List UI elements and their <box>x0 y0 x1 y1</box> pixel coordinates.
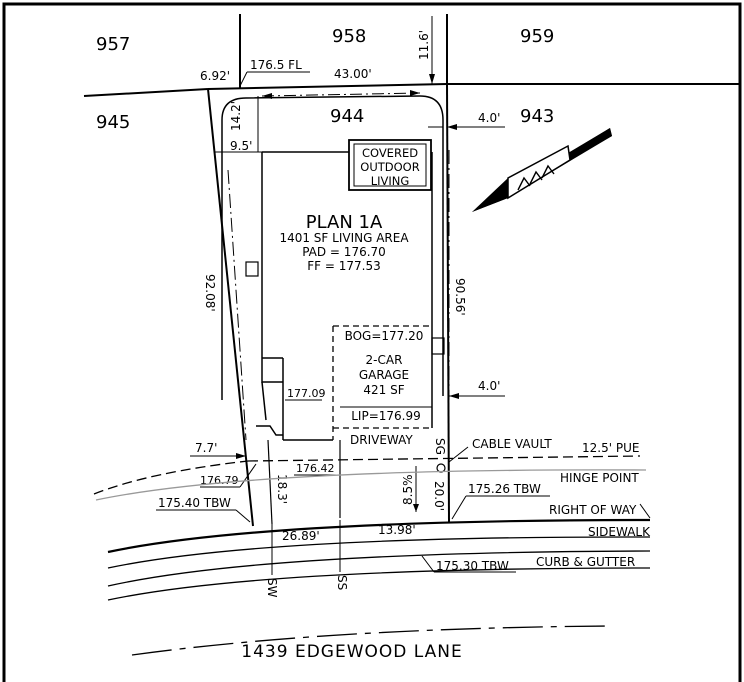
bog-elevation: BOG=177.20 <box>345 329 424 343</box>
rear-setback-dim: 14.2' <box>229 101 243 131</box>
pad-elevation: PAD = 176.70 <box>302 245 386 259</box>
cable-vault-symbol <box>436 463 446 473</box>
right-of-way-label: RIGHT OF WAY <box>549 503 637 517</box>
garage-outline <box>332 325 432 440</box>
rear-fl-leader-drop <box>239 71 248 87</box>
rear-offset-dim: 6.92' <box>200 69 230 83</box>
rear-fl-elevation: 176.5 FL <box>250 58 302 72</box>
sidewalk-line <box>107 536 651 569</box>
tbw-e-leader-drop <box>451 495 467 520</box>
ff-elevation: FF = 177.53 <box>307 259 380 273</box>
tbw-w-elevation: 175.40 TBW <box>158 496 231 510</box>
right-of-way-leader <box>639 503 651 519</box>
west-length-dimline <box>227 169 247 441</box>
east-north-arrow <box>429 74 435 84</box>
garage-area: 421 SF <box>363 383 404 397</box>
garage-line-2: GARAGE <box>359 368 409 382</box>
west-length-dim: 92.08' <box>203 274 217 312</box>
lot-943: 943 <box>520 106 554 127</box>
patio-line-1: COVERED <box>362 146 418 160</box>
plan-label: PLAN 1A <box>306 212 383 233</box>
curb-gutter-label: CURB & GUTTER <box>536 555 635 569</box>
drive-w-elevation: 176.79 <box>200 474 239 487</box>
east-side-front-arrow <box>449 393 459 399</box>
lot-957: 957 <box>96 34 130 55</box>
curb-tbw-elevation: 175.30 TBW <box>436 559 509 573</box>
pue-line <box>247 455 641 462</box>
north-arrow <box>472 128 612 212</box>
pad-corner-elevation: 177.09 <box>287 387 326 400</box>
west-side-dim: 9.5' <box>230 139 252 153</box>
lot-boundary <box>207 83 450 527</box>
patio-line-2: OUTDOOR <box>360 160 419 174</box>
east-north-dim: 11.6' <box>417 30 431 60</box>
lot-959: 959 <box>520 26 554 47</box>
rear-arrow-e <box>410 90 420 96</box>
east-side-rear-dim: 4.0' <box>478 111 500 125</box>
right-of-way-line <box>107 518 651 554</box>
setback-line <box>221 95 444 400</box>
cable-vault-label: CABLE VAULT <box>472 437 552 451</box>
sw-label: SW <box>265 578 279 598</box>
lot-944: 944 <box>330 106 364 127</box>
patio-line-3: LIVING <box>371 174 410 188</box>
utility-box <box>431 337 445 355</box>
hinge-line <box>95 469 647 501</box>
covered-patio: COVERED OUTDOOR LIVING <box>348 139 432 191</box>
front-width-w-dim: 26.89' <box>282 529 320 543</box>
street-name: 1439 EDGEWOOD LANE <box>241 642 462 662</box>
sidewalk-label: SIDEWALK <box>588 525 651 539</box>
front-west-arrow <box>236 453 246 459</box>
ac-pad <box>245 261 259 277</box>
front-west-dim: 7.7' <box>195 441 217 455</box>
rear-width-dim: 43.00' <box>334 67 372 81</box>
curb-tbw-leader-up <box>421 555 435 573</box>
rear-width-dimline <box>261 92 421 97</box>
lip-elevation: LIP=176.99 <box>351 409 421 423</box>
drive-e-elevation: 176.42 <box>296 462 335 475</box>
slope-arrow-head <box>413 504 419 512</box>
driveway-length-dim: 18.3' <box>275 474 289 504</box>
tbw-e-elevation: 175.26 TBW <box>468 482 541 496</box>
slope-label: 8.5% <box>401 475 415 506</box>
rear-arrow-w <box>262 93 272 99</box>
ss-label: SS <box>335 575 349 590</box>
sg-label: SG <box>433 438 447 455</box>
tbw-w-leader-up <box>235 509 251 523</box>
east-side-front-dim: 4.0' <box>478 379 500 393</box>
pue-label: 12.5' PUE <box>582 441 639 455</box>
front-width-e-dim: 13.98' <box>378 523 416 537</box>
house-footprint <box>256 151 433 441</box>
curb-line <box>107 550 651 587</box>
hinge-point-label: HINGE POINT <box>560 471 639 485</box>
east-side-rear-arrow <box>447 124 457 130</box>
drive-w-leader-up <box>239 463 257 488</box>
gutter-line <box>107 567 651 601</box>
neighbor-lot-lines <box>83 14 740 97</box>
east-front-dim: 20.0' <box>432 481 446 511</box>
garage-line-1: 2-CAR <box>366 353 403 367</box>
east-length-dim: 90.56' <box>453 278 467 316</box>
pue-line-west <box>93 460 249 495</box>
lot-945: 945 <box>96 112 130 133</box>
driveway-west-edge <box>267 439 273 525</box>
lot-958: 958 <box>332 26 366 47</box>
street-centerline <box>131 625 613 656</box>
driveway-label: DRIVEWAY <box>350 433 413 447</box>
living-area-label: 1401 SF LIVING AREA <box>279 231 409 245</box>
cable-vault-leader <box>448 446 469 463</box>
